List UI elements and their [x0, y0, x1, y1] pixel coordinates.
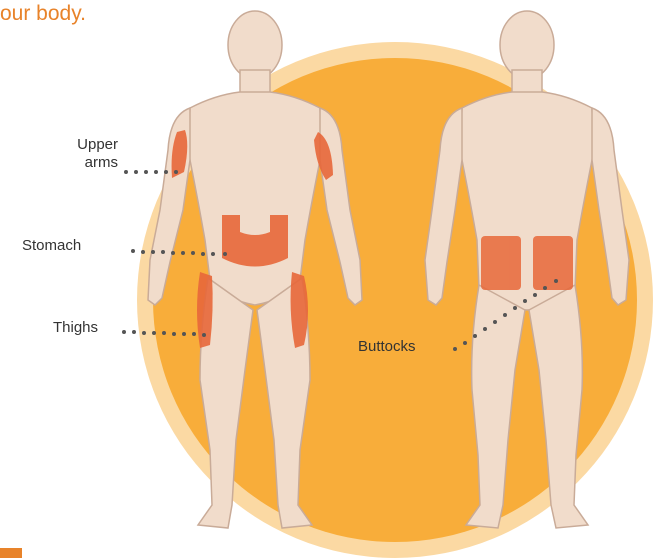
- label-upper-arms: Upper arms: [46, 136, 118, 172]
- buttock-left-site: [481, 236, 521, 290]
- buttock-right-site: [533, 236, 573, 290]
- label-upper-arms-line1: Upper: [46, 136, 118, 154]
- label-thighs: Thighs: [53, 319, 98, 337]
- label-upper-arms-line2: arms: [46, 154, 118, 172]
- label-stomach: Stomach: [22, 237, 81, 255]
- footer-accent-mark: [0, 548, 22, 558]
- label-buttocks: Buttocks: [358, 338, 416, 356]
- thigh-right-site: [291, 272, 308, 348]
